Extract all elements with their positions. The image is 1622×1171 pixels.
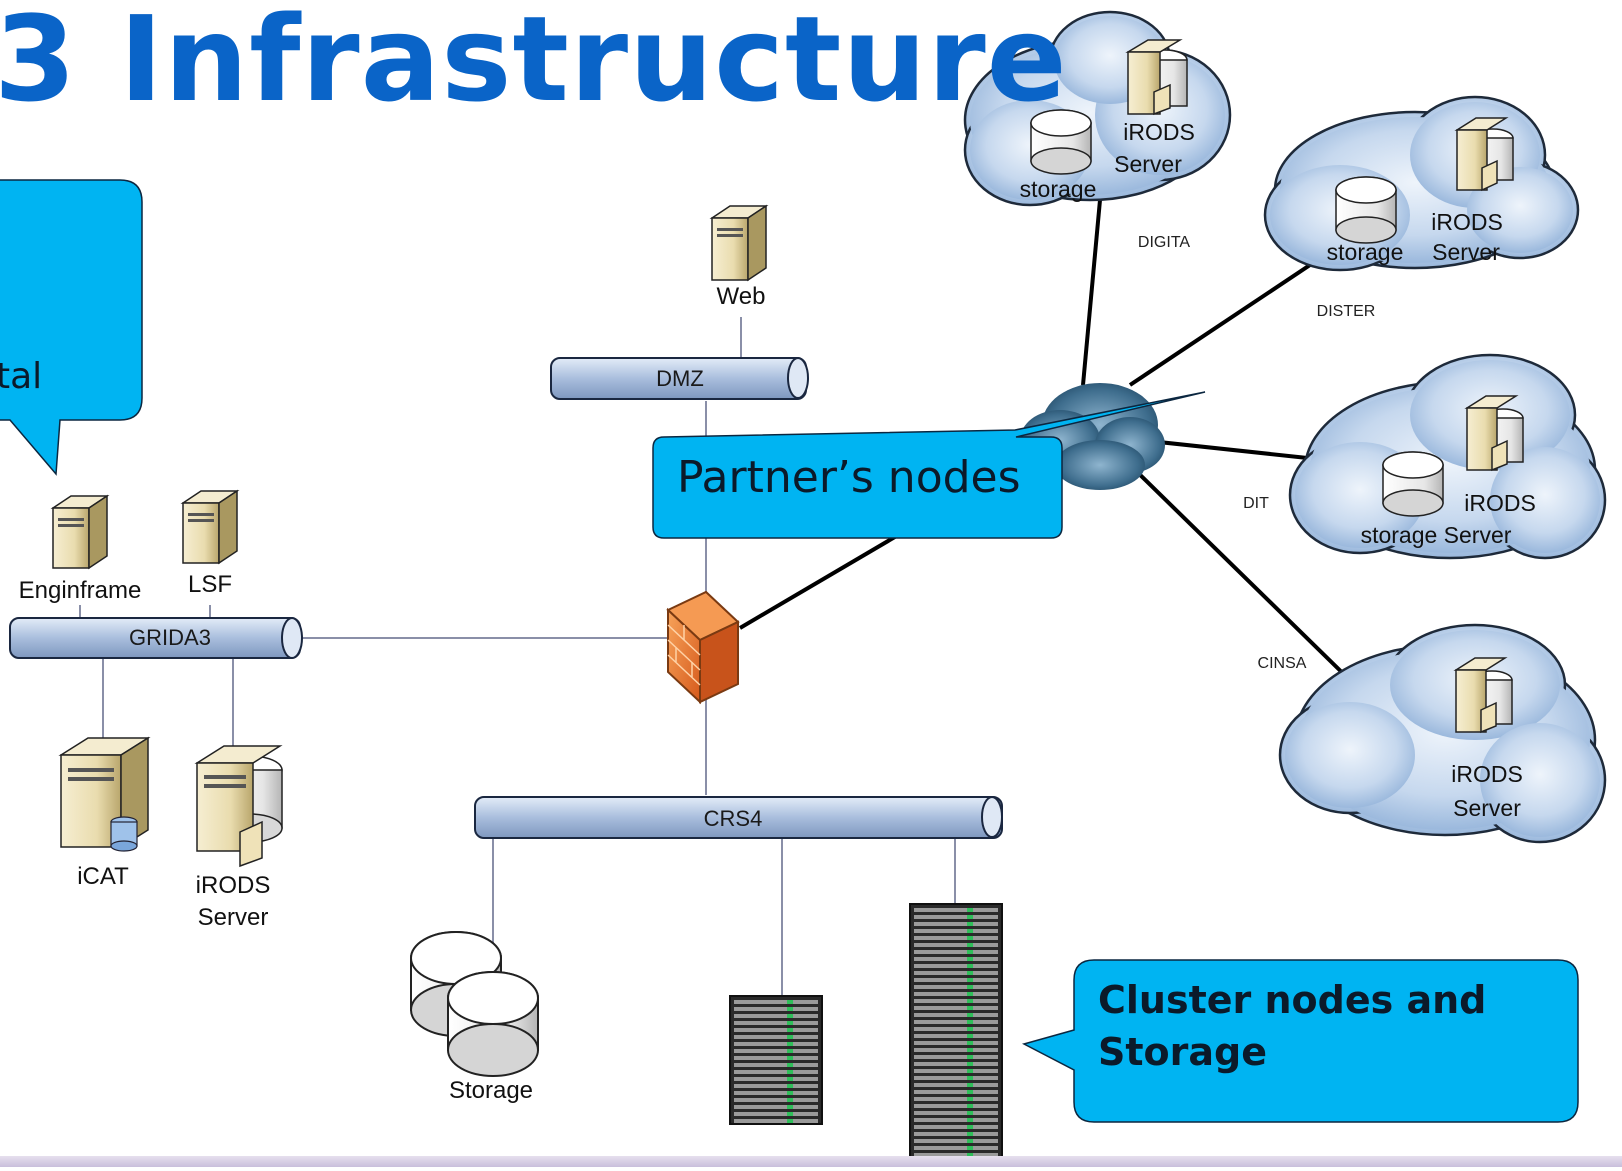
page-title: 3 Infrastructure (0, 0, 1068, 128)
enginframe-server-icon (50, 494, 110, 570)
dister-disk-icon (1335, 176, 1397, 244)
icat-label: iCAT (77, 863, 129, 890)
cluster-callout-text-line2: Storage (1098, 1030, 1267, 1074)
wan-cloud (1020, 383, 1165, 490)
web-label: Web (717, 283, 766, 310)
enginframe-label: Enginframe (19, 577, 142, 604)
portal-callout-text: tal (0, 356, 43, 397)
icat-server-icon (58, 736, 151, 852)
cinsa-server-icon (1453, 657, 1513, 734)
cluster-callout (1021, 959, 1579, 1123)
dister-storage-label: storage (1327, 239, 1404, 265)
partners-callout (652, 391, 1206, 539)
portal-callout (0, 179, 143, 476)
grida3-network: GRIDA3 (9, 617, 303, 659)
dister-server-label: Server (1432, 239, 1500, 265)
digita-server-icon (1125, 39, 1188, 116)
dmz-network: DMZ (550, 357, 809, 400)
dit-irods-label: iRODS (1464, 490, 1536, 516)
dmz-label: DMZ (656, 366, 704, 391)
digita-disk-icon (1030, 109, 1092, 175)
dister-link (1128, 253, 1327, 387)
dit-server-icon (1464, 395, 1524, 472)
digita-server-label: Server (1114, 151, 1182, 177)
cluster-rack-small-icon (729, 995, 823, 1125)
grida3-label: GRIDA3 (129, 625, 211, 650)
partner-cloud-dister (1263, 95, 1580, 272)
cinsa-link (1128, 463, 1362, 692)
partners-callout-text: Partner’s nodes (677, 452, 1021, 503)
irods-server-icon (194, 745, 283, 868)
crs4-network: CRS4 (474, 796, 1003, 839)
digita-link-label: DIGITA (1138, 234, 1190, 251)
cinsa-irods-label: iRODS (1451, 761, 1523, 787)
web-server-icon (709, 204, 769, 282)
dister-server-icon (1454, 117, 1514, 192)
partner-cloud-cinsa (1278, 623, 1607, 844)
lsf-server-icon (180, 489, 240, 565)
dister-link-label: DISTER (1317, 303, 1376, 320)
irods-label-line2: Server (198, 904, 269, 931)
cluster-rack-large-icon (909, 903, 1003, 1163)
dister-irods-label: iRODS (1431, 209, 1503, 235)
dit-storage-server-label: storage Server (1361, 522, 1512, 548)
storage-disks-icon (410, 931, 539, 1077)
cinsa-link-label: CINSA (1258, 655, 1307, 672)
irods-label-line1: iRODS (196, 872, 271, 899)
crs4-label: CRS4 (704, 806, 763, 831)
digita-irods-label: iRODS (1123, 119, 1195, 145)
firewall-icon (666, 590, 740, 705)
dit-disk-icon (1382, 451, 1444, 517)
cinsa-server-label: Server (1453, 795, 1521, 821)
storage-label: Storage (449, 1077, 533, 1104)
dit-link-label: DIT (1243, 495, 1269, 512)
slide-footer-bar (0, 1156, 1622, 1167)
cluster-callout-text-line1: Cluster nodes and (1098, 978, 1487, 1022)
lsf-label: LSF (188, 571, 232, 598)
digita-link (1081, 199, 1102, 386)
digita-storage-label: storage (1020, 176, 1097, 202)
